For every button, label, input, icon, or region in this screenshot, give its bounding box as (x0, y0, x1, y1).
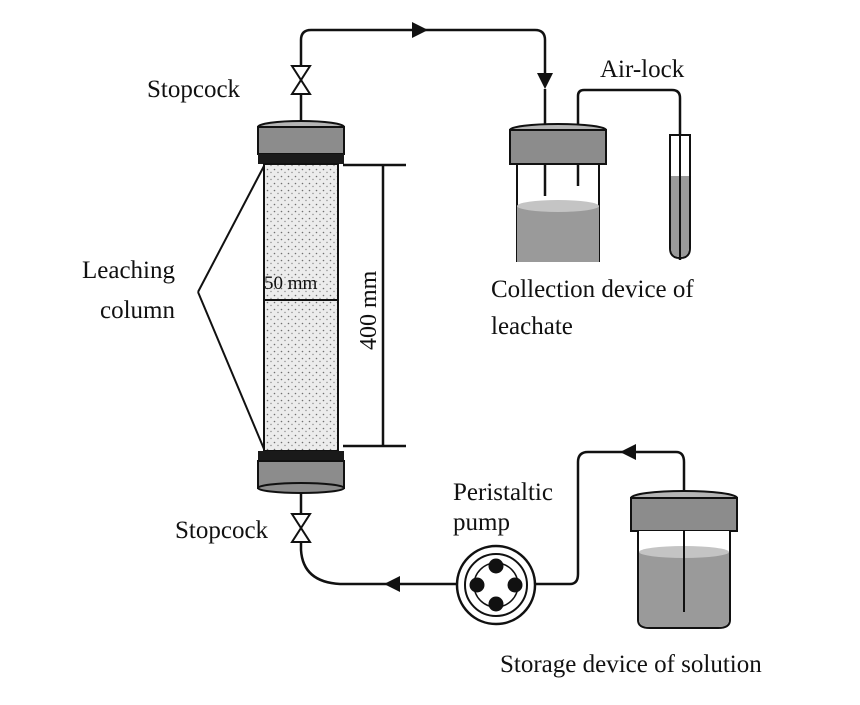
tube-top-to-collection (299, 28, 547, 123)
flow-arrow-top (412, 22, 428, 38)
height-dimension (343, 163, 406, 448)
tube-pump-to-storage (530, 450, 686, 612)
stopcock-top-valve (290, 65, 312, 95)
stopcock-bottom-label: Stopcock (175, 517, 269, 544)
collection-label-line1: Collection device of (491, 276, 694, 303)
stopcock-top-label: Stopcock (147, 76, 241, 103)
leaching-column-label-line2: column (100, 297, 175, 324)
pointer-line-upper (197, 165, 265, 293)
collection-device (509, 123, 607, 262)
leaching-column-label-line1: Leaching (82, 257, 176, 284)
flow-arrow-down (537, 73, 553, 89)
tube-stopcock-to-pump (299, 542, 461, 586)
collection-label-line2: leachate (491, 313, 573, 340)
air-lock-tube (576, 88, 682, 260)
flow-arrow-storage (620, 444, 636, 460)
flow-arrow-bottom (384, 576, 400, 592)
leaching-column (257, 120, 345, 494)
stopcock-bottom-valve (290, 513, 312, 543)
pump-label-line1: Peristaltic (453, 479, 553, 506)
peristaltic-pump (455, 544, 537, 626)
air-lock-label: Air-lock (600, 56, 685, 83)
height-label: 400 mm (356, 270, 382, 350)
storage-device (630, 490, 738, 629)
pump-label-line2: pump (453, 509, 510, 536)
pointer-line-lower (197, 291, 265, 450)
diameter-label: 50 mm (264, 273, 318, 294)
storage-label: Storage device of solution (500, 651, 762, 678)
air-lock-vial (669, 134, 691, 260)
